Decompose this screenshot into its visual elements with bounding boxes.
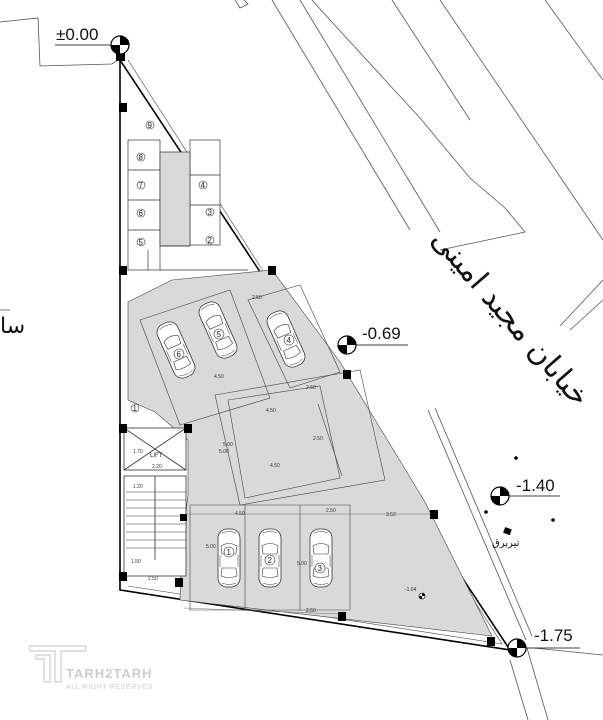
parking-number-4: 4	[287, 336, 292, 345]
storage-rooms	[127, 139, 248, 271]
street-name: خیابان مجید امینی	[424, 222, 597, 413]
watermark: TARH2TARH ALL RIGHT RESERVED	[29, 645, 153, 691]
svg-text:2.50: 2.50	[313, 436, 323, 442]
svg-text:5.00: 5.00	[206, 544, 216, 550]
svg-text:2.50: 2.50	[148, 576, 158, 582]
lift-and-stair-core	[123, 427, 187, 577]
svg-text:2.50: 2.50	[252, 295, 262, 301]
storage-number-6: 6	[139, 209, 144, 218]
svg-text:1.70: 1.70	[133, 449, 143, 455]
storage-number-2: 2	[208, 236, 213, 245]
svg-text:4.50: 4.50	[270, 463, 280, 469]
elevation-label-069: -0.69	[362, 324, 401, 343]
neighbor-label: سا	[0, 314, 25, 339]
storage-number-1: 1	[133, 404, 138, 413]
lift-label: LIFT	[150, 453, 163, 459]
svg-text:1.50: 1.50	[131, 559, 141, 565]
parking-number-2: 2	[268, 556, 273, 565]
storage-number-7: 7	[139, 181, 144, 190]
car-1	[217, 528, 241, 588]
dimension-lines	[128, 513, 430, 615]
elevation-label-175: -1.75	[534, 626, 573, 645]
elevation-label-140: -1.40	[516, 476, 555, 495]
columns	[116, 52, 495, 646]
electric-post: تیربرق	[484, 456, 555, 549]
svg-text:2.50: 2.50	[306, 608, 316, 614]
parking-number-3: 3	[318, 564, 323, 573]
svg-text:5.00: 5.00	[223, 442, 233, 448]
spot-level-label: -1.64	[405, 587, 417, 593]
storage-number-8: 8	[139, 153, 144, 162]
storage-number-3: 3	[208, 208, 213, 217]
elevation-marker-bottom-right: -1.75	[507, 626, 580, 658]
storage-number-4: 4	[201, 181, 206, 190]
storage-numbers: 9 8 7 6 5 4 3 2 1	[130, 120, 215, 413]
svg-text:2.20: 2.20	[152, 464, 162, 470]
svg-text:2.50: 2.50	[306, 385, 316, 391]
storage-number-5: 5	[139, 238, 144, 247]
elevation-marker-mid: -0.69	[337, 324, 408, 355]
electric-post-label: تیربرق	[492, 538, 520, 549]
watermark-tagline: ALL RIGHT RESERVED	[66, 684, 153, 691]
svg-text:4.50: 4.50	[214, 374, 224, 380]
svg-text:3.52: 3.52	[386, 512, 396, 518]
parking-number-1: 1	[227, 548, 232, 557]
spot-level-marker: -1.64	[405, 587, 426, 600]
elevation-marker-top-left: ±0.00	[55, 25, 130, 55]
parking-numbers: 1 2 3 4 5 6	[173, 328, 326, 574]
svg-text:2.50: 2.50	[326, 508, 336, 514]
svg-text:4.50: 4.50	[266, 408, 276, 414]
watermark-brand: TARH2TARH	[66, 666, 153, 681]
storage-number-9: 9	[148, 121, 153, 130]
svg-text:1.20: 1.20	[133, 484, 143, 490]
parking-number-6: 6	[177, 350, 182, 359]
svg-text:5.00: 5.00	[219, 449, 229, 455]
parking-number-5: 5	[217, 330, 222, 339]
elevation-label-0: ±0.00	[56, 25, 98, 44]
parking-stalls	[139, 284, 386, 611]
car-3	[309, 528, 333, 588]
svg-text:5.00: 5.00	[297, 561, 307, 567]
elevation-marker-right: -1.40	[490, 476, 560, 506]
